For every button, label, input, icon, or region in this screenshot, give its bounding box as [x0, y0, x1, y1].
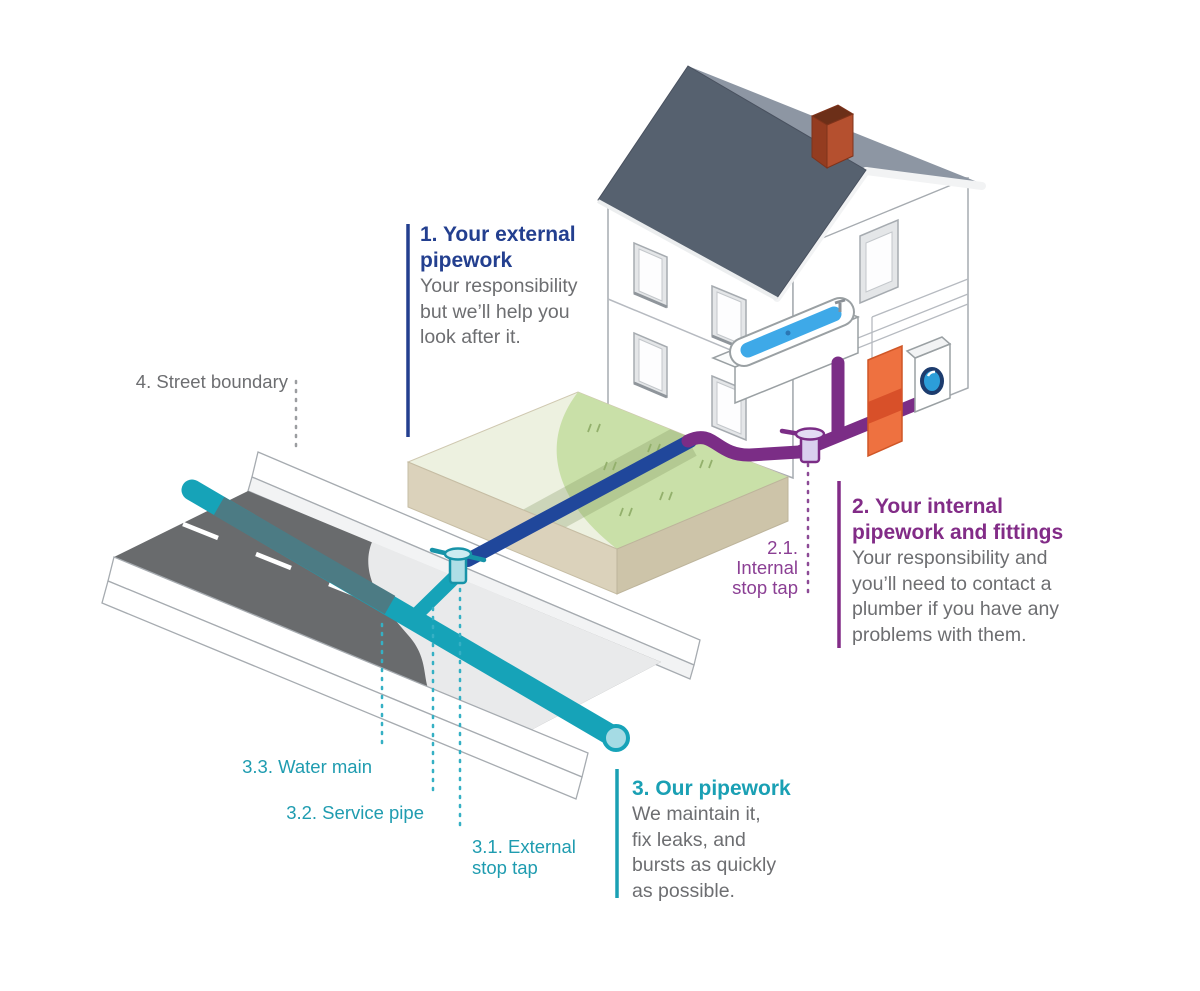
- kerb: [247, 476, 695, 680]
- external-stop-tap-label-line: stop tap: [472, 857, 538, 878]
- door: [867, 344, 903, 458]
- section1-title-line: 1. Your external: [420, 223, 576, 246]
- service-pipe-label: 3.2. Service pipe: [286, 802, 424, 823]
- garden-right-face: [616, 476, 789, 595]
- section2-title-line: 2. Your internal: [852, 495, 1003, 518]
- internal-pipe: [681, 379, 928, 462]
- section-internal-pipework: 2. Your internal pipework and fittings Y…: [852, 494, 1063, 648]
- section2-body-line: Your responsibility and: [852, 547, 1048, 569]
- external-supply-pipe: [461, 434, 697, 567]
- water-main-label: 3.3. Water main: [242, 756, 372, 777]
- lawn: [556, 392, 788, 549]
- section-accent-lines: [406, 224, 841, 898]
- window-icon: [711, 284, 747, 352]
- section2-body-line: problems with them.: [852, 623, 1027, 646]
- section3-body-line: as possible.: [632, 879, 735, 902]
- external-stop-tap-label: 3.1. External stop tap: [472, 836, 576, 878]
- fascia: [862, 167, 986, 190]
- section3-title-line: 3. Our pipework: [632, 777, 791, 800]
- window-icon: [633, 331, 668, 399]
- dashed-guides: [294, 379, 810, 833]
- water-main-under-road: [213, 496, 396, 615]
- machine-door-icon: [920, 367, 944, 395]
- section1-body-line: look after it.: [420, 326, 521, 348]
- eave-line: [597, 199, 778, 301]
- external-stop-tap-label-line: 3.1. External: [472, 836, 576, 857]
- internal-stop-tap-label-line: Internal: [736, 557, 798, 578]
- chimney-icon: [810, 104, 855, 169]
- bathtub: [711, 297, 860, 405]
- internal-stop-tap-label: 2.1. Internal stop tap: [700, 538, 798, 598]
- section-our-pipework: 3. Our pipework We maintain it, fix leak…: [632, 776, 791, 904]
- internal-stop-tap-label-line: 2.1.: [767, 537, 798, 558]
- window-icon: [859, 218, 899, 305]
- section2-title-line: pipework and fittings: [852, 521, 1064, 544]
- bath-tap-icon: [834, 298, 846, 312]
- internal-stop-tap-label-line: stop tap: [732, 577, 798, 598]
- street-boundary-label: 4. Street boundary: [135, 371, 288, 392]
- section1-body-line: but we’ll help you: [420, 300, 570, 323]
- washing-machine: [905, 336, 952, 414]
- section3-body-line: bursts as quickly: [632, 854, 777, 876]
- section-external-pipework: 1. Your external pipework Your responsib…: [420, 222, 578, 351]
- section3-body-line: fix leaks, and: [632, 828, 746, 851]
- section2-body-line: you’ll need to contact a: [852, 572, 1052, 595]
- far-pavement-face: [101, 580, 583, 800]
- external-stop-tap-icon: [429, 547, 487, 585]
- section3-body-line: We maintain it,: [632, 803, 761, 825]
- internal-stop-tap-icon: [779, 427, 841, 464]
- section2-body-line: plumber if you have any: [852, 598, 1060, 620]
- section1-title-line: pipework: [420, 249, 513, 272]
- window-icon: [633, 241, 668, 309]
- house-illustration: [597, 65, 986, 480]
- water-main-end-cap: [602, 724, 630, 752]
- section1-body-line: Your responsibility: [420, 275, 578, 297]
